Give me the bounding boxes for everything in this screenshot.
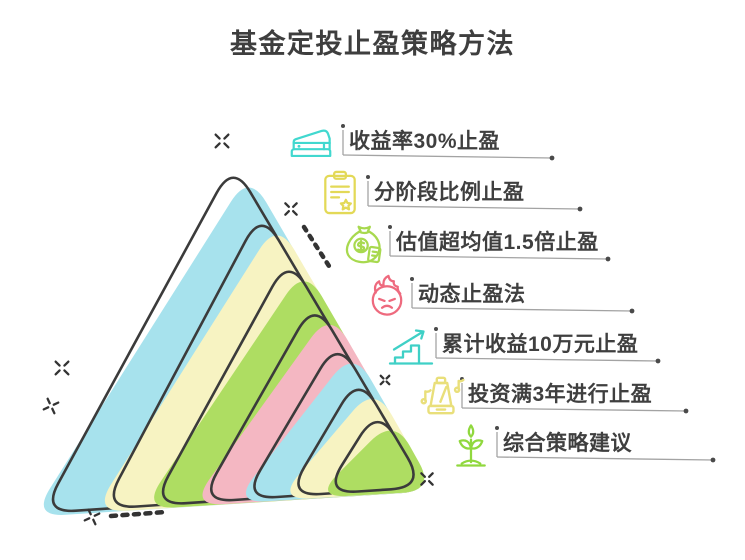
connector-underline	[389, 255, 609, 260]
connector-dot	[410, 277, 414, 281]
connector-underline	[435, 357, 659, 362]
dotted-line	[108, 509, 169, 519]
connector-dot	[366, 175, 370, 179]
sparkle-icon	[54, 360, 61, 367]
sparkle-icon	[63, 369, 70, 376]
connector-underline	[496, 456, 714, 461]
strategy-label: 分阶段比例止盈	[374, 181, 525, 204]
sparkle-icon	[83, 517, 91, 522]
dotted-line	[301, 224, 332, 269]
sparkle-icon	[427, 472, 434, 479]
clipboard-icon	[315, 169, 367, 217]
strategy-label: 累计收益10万元止盈	[442, 333, 639, 356]
sparkle-icon	[63, 360, 70, 367]
metronome-icon	[417, 372, 469, 420]
sparkle-icon	[214, 133, 221, 140]
sparkle-icon	[51, 407, 56, 415]
strategy-label: 综合策略建议	[503, 432, 632, 455]
connector-dot	[388, 225, 392, 229]
sparkle-icon	[291, 202, 298, 209]
sparkle-icon	[385, 374, 391, 380]
connector-dot	[434, 327, 438, 331]
sparkle-icon	[284, 209, 291, 216]
sapling-icon	[446, 421, 498, 469]
sparkle-icon	[420, 472, 427, 479]
connector-dot	[577, 206, 583, 212]
angry-face-icon	[362, 272, 414, 320]
sparkle-icon	[46, 397, 51, 405]
sparkle-icon	[54, 369, 61, 376]
connector-dot	[495, 426, 499, 430]
connector-dot	[549, 155, 555, 161]
connector-underline	[367, 205, 581, 210]
sparkle-icon	[42, 406, 50, 411]
connector-underline	[461, 407, 687, 412]
strategy-label: 估值超均值1.5倍止盈	[396, 231, 599, 254]
page-title: 基金定投止盈策略方法	[230, 29, 515, 59]
sparkle-icon	[385, 380, 391, 386]
stapler-icon	[286, 118, 338, 166]
sparkle-icon	[87, 508, 92, 516]
connector-dot	[629, 308, 635, 314]
sparkle-icon	[92, 518, 97, 526]
connector-dot	[605, 256, 611, 262]
sparkle-icon	[379, 374, 385, 380]
sparkle-icon	[427, 479, 434, 486]
connector-underline	[342, 154, 553, 159]
sparkle-icon	[291, 209, 298, 216]
sparkle-icon	[93, 512, 101, 517]
connector-dot	[683, 408, 689, 414]
moneybag-icon	[339, 220, 391, 268]
sparkle-icon	[52, 401, 60, 406]
strategy-label: 收益率30%止盈	[349, 130, 501, 153]
sparkle-icon	[284, 202, 291, 209]
sparkle-icon	[223, 133, 230, 140]
sparkle-icon	[379, 380, 385, 386]
connector-dot	[655, 358, 661, 364]
sparkle-icon	[214, 142, 221, 149]
connector-dot	[710, 457, 716, 463]
connector-underline	[411, 307, 633, 312]
sparkle-icon	[420, 479, 427, 486]
strategy-label: 动态止盈法	[418, 283, 526, 306]
sparkle-icon	[223, 142, 230, 149]
stairs-arrow-icon	[386, 322, 438, 370]
strategy-label: 投资满3年进行止盈	[468, 383, 653, 406]
connector-dot	[341, 124, 345, 128]
pyramid-layer-outline	[334, 420, 415, 493]
